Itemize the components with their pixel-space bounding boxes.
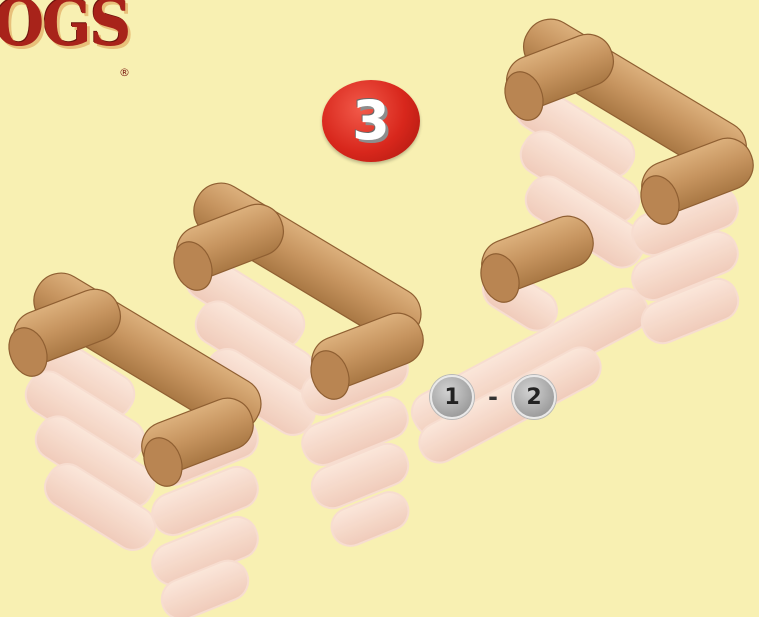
registered-mark: ® [119, 66, 130, 79]
brand-logo: OGS [0, 0, 130, 61]
step-number-badge: 3 [322, 80, 420, 162]
reference-separator: - [488, 383, 498, 411]
brand-logo-text: OGS [0, 0, 130, 61]
step-reference: 1 - 2 [430, 375, 556, 419]
reference-step-to: 2 [512, 375, 556, 419]
reference-step-from: 1 [430, 375, 474, 419]
step-number: 3 [352, 94, 390, 148]
